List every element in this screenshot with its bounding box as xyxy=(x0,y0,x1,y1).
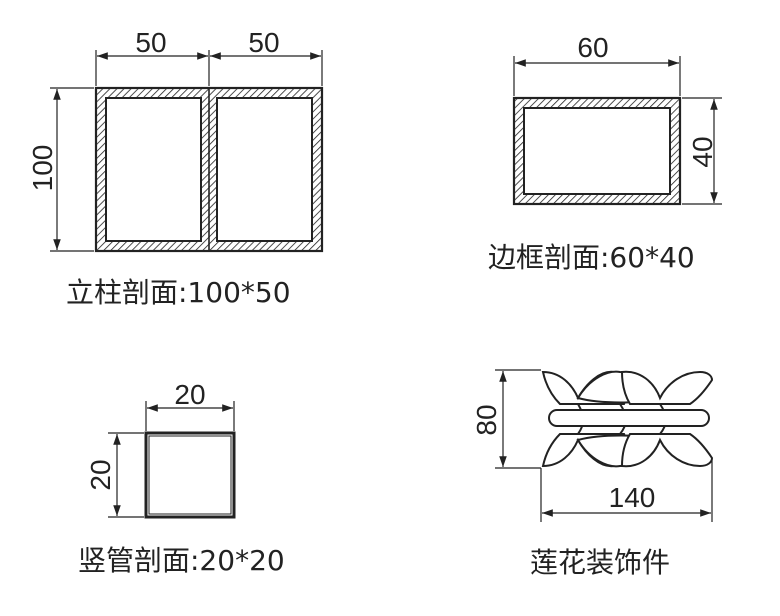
vertical-tube-caption: 竖管剖面:20*20 xyxy=(78,544,285,577)
frame-width-dimension: 60 xyxy=(513,32,681,96)
frame-section: 60 40 边框剖面:60*40 xyxy=(488,32,722,274)
column-section-caption: 立柱剖面:100*50 xyxy=(66,276,291,309)
tube-width-dimension: 20 xyxy=(145,379,235,431)
lotus-ornament-caption: 莲花装饰件 xyxy=(530,546,670,579)
column-width-dimensions: 50 50 xyxy=(95,27,323,86)
column-section: 50 50 100 立柱剖面:100*50 xyxy=(27,27,324,309)
lotus-height-dimension: 80 xyxy=(471,369,541,469)
vertical-tube-section: 20 20 竖管剖面:20*20 xyxy=(78,379,285,577)
column-profile xyxy=(94,86,324,253)
lotus-width-dimension: 140 xyxy=(540,460,713,522)
lotus-height-label: 80 xyxy=(471,404,502,435)
column-left-width-label: 50 xyxy=(135,27,166,58)
frame-width-label: 60 xyxy=(577,32,608,63)
tube-profile xyxy=(144,431,236,519)
column-height-dimension: 100 xyxy=(27,87,94,252)
lotus-ornament-drawing xyxy=(541,370,714,468)
column-height-label: 100 xyxy=(27,145,58,192)
tube-height-dimension: 20 xyxy=(85,432,144,518)
frame-profile xyxy=(512,96,682,206)
frame-height-label: 40 xyxy=(687,136,718,167)
tube-width-label: 20 xyxy=(174,379,205,410)
frame-section-caption: 边框剖面:60*40 xyxy=(488,241,695,274)
frame-height-dimension: 40 xyxy=(682,97,722,205)
lotus-ornament: 80 140 莲花装饰件 xyxy=(471,369,714,579)
tube-height-label: 20 xyxy=(85,459,116,490)
lotus-width-label: 140 xyxy=(609,482,656,513)
column-right-width-label: 50 xyxy=(248,27,279,58)
